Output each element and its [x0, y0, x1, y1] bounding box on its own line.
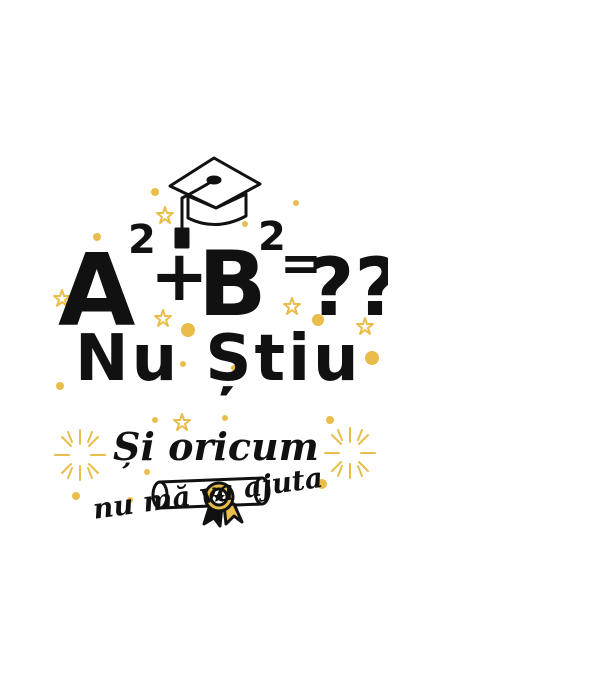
- confetti-dots: [56, 188, 379, 503]
- formula-b: B: [198, 232, 267, 337]
- formula-a: A: [58, 232, 135, 340]
- formula-a-exponent: 2: [128, 217, 156, 263]
- star-icon: [173, 413, 191, 431]
- formula: A 2 + B 2 = ??: [58, 214, 388, 340]
- firework-icon: [54, 429, 106, 481]
- formula-plus: +: [150, 235, 209, 317]
- formula-equals: =: [280, 234, 322, 292]
- star-icon: [156, 206, 174, 224]
- firework-icon: [324, 427, 376, 479]
- star-icon: [283, 297, 301, 315]
- star-icon: [154, 309, 172, 327]
- star-icon: [356, 317, 374, 335]
- star-icon: [53, 289, 71, 307]
- graduation-cap-icon: [168, 156, 262, 249]
- diploma-scroll-icon: [151, 476, 271, 528]
- formula-b-exponent: 2: [258, 214, 286, 260]
- main-text: Nu Știu: [75, 322, 362, 396]
- secondary-text: Și oricum: [113, 424, 319, 469]
- formula-question: ??: [308, 241, 388, 334]
